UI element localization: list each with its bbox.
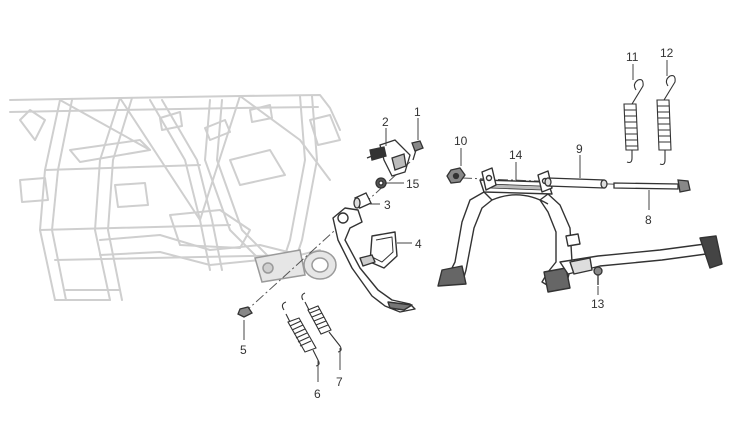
- part-13-bolt: [593, 266, 603, 285]
- callout-9: 9: [576, 142, 583, 156]
- callout-5: 5: [240, 343, 247, 357]
- part-11-spring: [623, 79, 644, 164]
- part-15-nut: [375, 177, 387, 189]
- callout-13: 13: [591, 297, 605, 311]
- callout-14: 14: [509, 148, 523, 162]
- part-5-nut: [237, 306, 253, 318]
- part-14-center-stand: [437, 167, 723, 293]
- callout-12: 12: [660, 46, 674, 60]
- frame-outline-ghost: [9, 94, 341, 301]
- leader-lines: [243, 60, 668, 382]
- part-12-spring: [656, 75, 676, 166]
- callout-8: 8: [645, 213, 652, 227]
- part-1-bolt: [411, 140, 424, 161]
- callout-2: 2: [382, 115, 389, 129]
- part-7-spring: [301, 292, 342, 353]
- callout-1: 1: [414, 105, 421, 119]
- callout-11: 11: [626, 50, 639, 64]
- part-8-pivot-bolt: [613, 179, 691, 193]
- callout-3: 3: [384, 198, 391, 212]
- callout-4: 4: [415, 237, 422, 251]
- callout-10: 10: [454, 134, 468, 148]
- callout-7: 7: [336, 375, 343, 389]
- part-9-pipe: [544, 177, 608, 189]
- part-10-nut: [446, 167, 466, 184]
- part-2-stand-switch: [366, 139, 411, 177]
- part-4-side-stand: [332, 207, 416, 313]
- part-3-spacer: [353, 192, 372, 209]
- callout-6: 6: [314, 387, 321, 401]
- frame-stand-mount: [254, 249, 337, 283]
- callout-numbers: 1 2 3 4 5 6 7 8 9 10 11 12 13 14 15: [240, 46, 674, 401]
- callout-15: 15: [406, 177, 420, 191]
